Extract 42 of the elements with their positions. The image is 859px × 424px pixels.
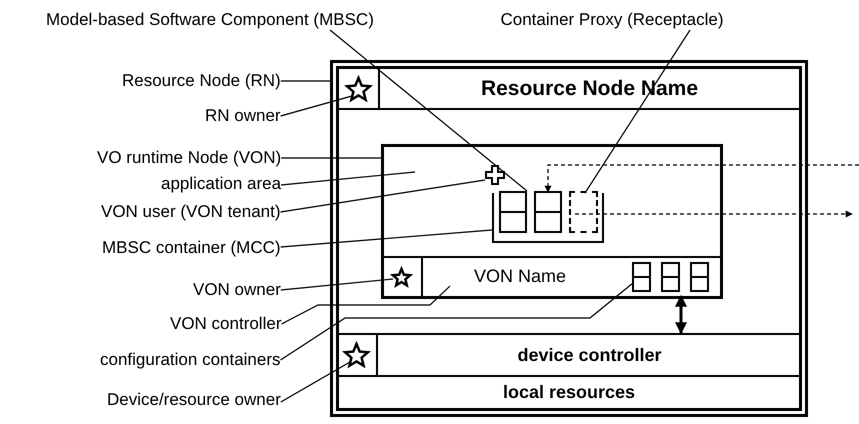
callout-label: VON owner — [193, 280, 281, 300]
leader-line — [330, 30, 528, 192]
runtime-node-box — [381, 144, 723, 299]
callout-label: Device/resource owner — [107, 390, 281, 410]
node-label: VON Name — [472, 264, 568, 288]
callout-label: MBSC container (MCC) — [102, 238, 281, 258]
leader-line — [280, 80, 330, 82]
callout-label: application area — [161, 174, 282, 194]
callout-label: VON user (VON tenant) — [101, 202, 281, 222]
leader-line — [280, 179, 486, 213]
callout-label: configuration containers — [100, 350, 281, 370]
leader-line — [280, 171, 416, 186]
container-box — [632, 262, 651, 292]
leader-line — [280, 278, 394, 291]
callout-label: Container Proxy (Receptacle) — [500, 10, 724, 30]
callout-label: VO runtime Node (VON) — [97, 148, 282, 168]
leader-line — [280, 95, 352, 117]
callout-label: VON controller — [170, 314, 282, 334]
container-box — [661, 262, 680, 292]
container-box — [690, 262, 709, 292]
leader-line — [280, 282, 634, 360]
callout-label: RN owner — [205, 106, 281, 126]
proxy-box — [569, 191, 598, 233]
leader-line — [584, 30, 690, 194]
dashed-arrow — [575, 210, 853, 218]
leader-line — [280, 229, 492, 248]
component-box — [534, 191, 562, 233]
callout-label: Resource Node (RN) — [122, 71, 281, 91]
node-label: local resources — [502, 381, 636, 404]
node-label: device controller — [516, 344, 663, 366]
container-bracket — [492, 193, 604, 243]
leader-line — [280, 361, 350, 403]
leader-line — [281, 157, 381, 159]
device-controller-band — [339, 333, 799, 377]
callout-label: Model-based Software Component (MBSC) — [46, 10, 374, 30]
cross-icon — [485, 165, 505, 185]
component-box — [499, 191, 527, 233]
dashed-arrow — [544, 164, 859, 193]
leader-line — [281, 286, 450, 325]
resource-node-frame — [330, 60, 808, 417]
double-arrow — [675, 294, 687, 334]
controller-bar — [384, 256, 720, 296]
